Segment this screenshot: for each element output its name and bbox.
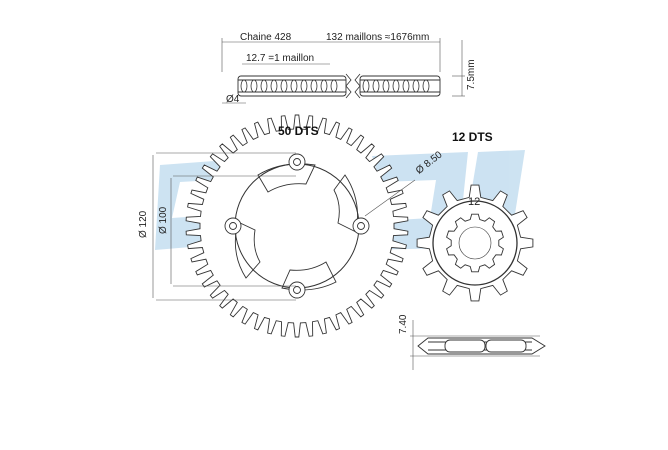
chain-link (402, 79, 410, 93)
chain-link (382, 79, 390, 93)
bolt-hole-ring (224, 217, 242, 235)
chain-link (250, 79, 258, 93)
chain-pitch-label: 12.7 =1 maillon (246, 53, 315, 64)
rear-sprocket (152, 114, 416, 338)
rear-bolt-holes (224, 153, 370, 299)
chain-link (412, 79, 420, 93)
rear-bolt-circle-label: Ø 100 (158, 206, 169, 234)
chain-drawing (221, 38, 465, 104)
chain-pin-diameter-label: Ø4 (226, 94, 240, 105)
chain-link (260, 79, 268, 93)
front-spline-label: 12 (468, 196, 481, 208)
bolt-hole (293, 286, 301, 294)
bolt-hole-ring (288, 153, 306, 171)
chain-left-segment (237, 75, 347, 97)
chain-type-label: Chaine 428 (240, 32, 292, 43)
bolt-hole (293, 158, 301, 166)
chain-link (320, 79, 328, 93)
chain-link (422, 79, 430, 93)
chain-link (330, 79, 338, 93)
chain-width-label: 7.5mm (466, 59, 477, 90)
chain-length-label: 132 maillons ≈1676mm (326, 32, 430, 43)
chain-link (240, 79, 248, 93)
chain-link (362, 79, 370, 93)
chain-link (310, 79, 318, 93)
rear-lightening-cutouts (234, 163, 359, 291)
bolt-hole-ring (352, 217, 370, 235)
front-sprocket (416, 184, 534, 302)
chain-link (300, 79, 308, 93)
rear-teeth-label: 50 DTS (278, 124, 319, 138)
rear-outer-diameter-label: Ø 120 (138, 210, 149, 238)
bolt-hole-ring (288, 281, 306, 299)
chain-right-segment (359, 75, 441, 97)
profile-thickness-label: 7.40 (398, 314, 409, 334)
chain-link (372, 79, 380, 93)
bolt-hole (357, 222, 365, 230)
chain-link (280, 79, 288, 93)
front-teeth-label: 12 DTS (452, 130, 493, 144)
chain-link (270, 79, 278, 93)
chain-link (290, 79, 298, 93)
bolt-hole (229, 222, 237, 230)
sprocket-profile (410, 320, 546, 370)
chain-link (392, 79, 400, 93)
